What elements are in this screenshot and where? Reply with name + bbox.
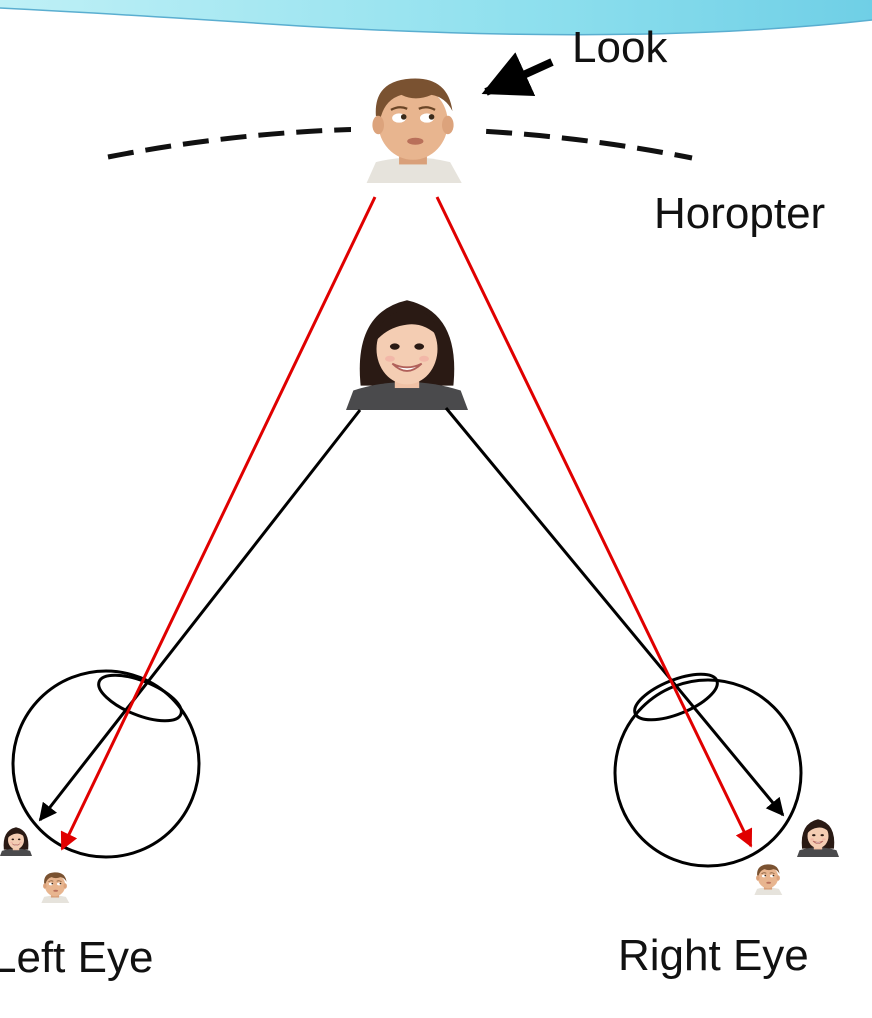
girl-face-icon xyxy=(346,288,468,410)
look-label: Look xyxy=(572,23,668,72)
right-retina-boy-icon xyxy=(751,860,785,896)
near-ray-right xyxy=(444,407,785,817)
left-eyeball xyxy=(11,669,201,859)
right-eye-lens xyxy=(633,672,719,722)
left-eye-label: Left Eye xyxy=(0,933,153,982)
right-eye-label: Right Eye xyxy=(618,931,809,980)
horopter-arc xyxy=(107,126,693,161)
boy-face-icon xyxy=(355,65,471,185)
look-arrow xyxy=(481,52,554,96)
right-eyeball xyxy=(613,678,803,868)
left-retina-boy-icon xyxy=(38,868,72,904)
header-band xyxy=(0,0,872,35)
horopter-label: Horopter xyxy=(654,189,825,238)
header-band-edge xyxy=(0,7,872,36)
far-ray-left xyxy=(60,196,377,851)
right-retina-girl-icon xyxy=(797,815,839,857)
left-eye-lens xyxy=(97,673,183,723)
left-retina-girl-icon xyxy=(0,823,32,857)
near-ray-left xyxy=(38,409,362,822)
far-ray-right xyxy=(435,196,753,848)
